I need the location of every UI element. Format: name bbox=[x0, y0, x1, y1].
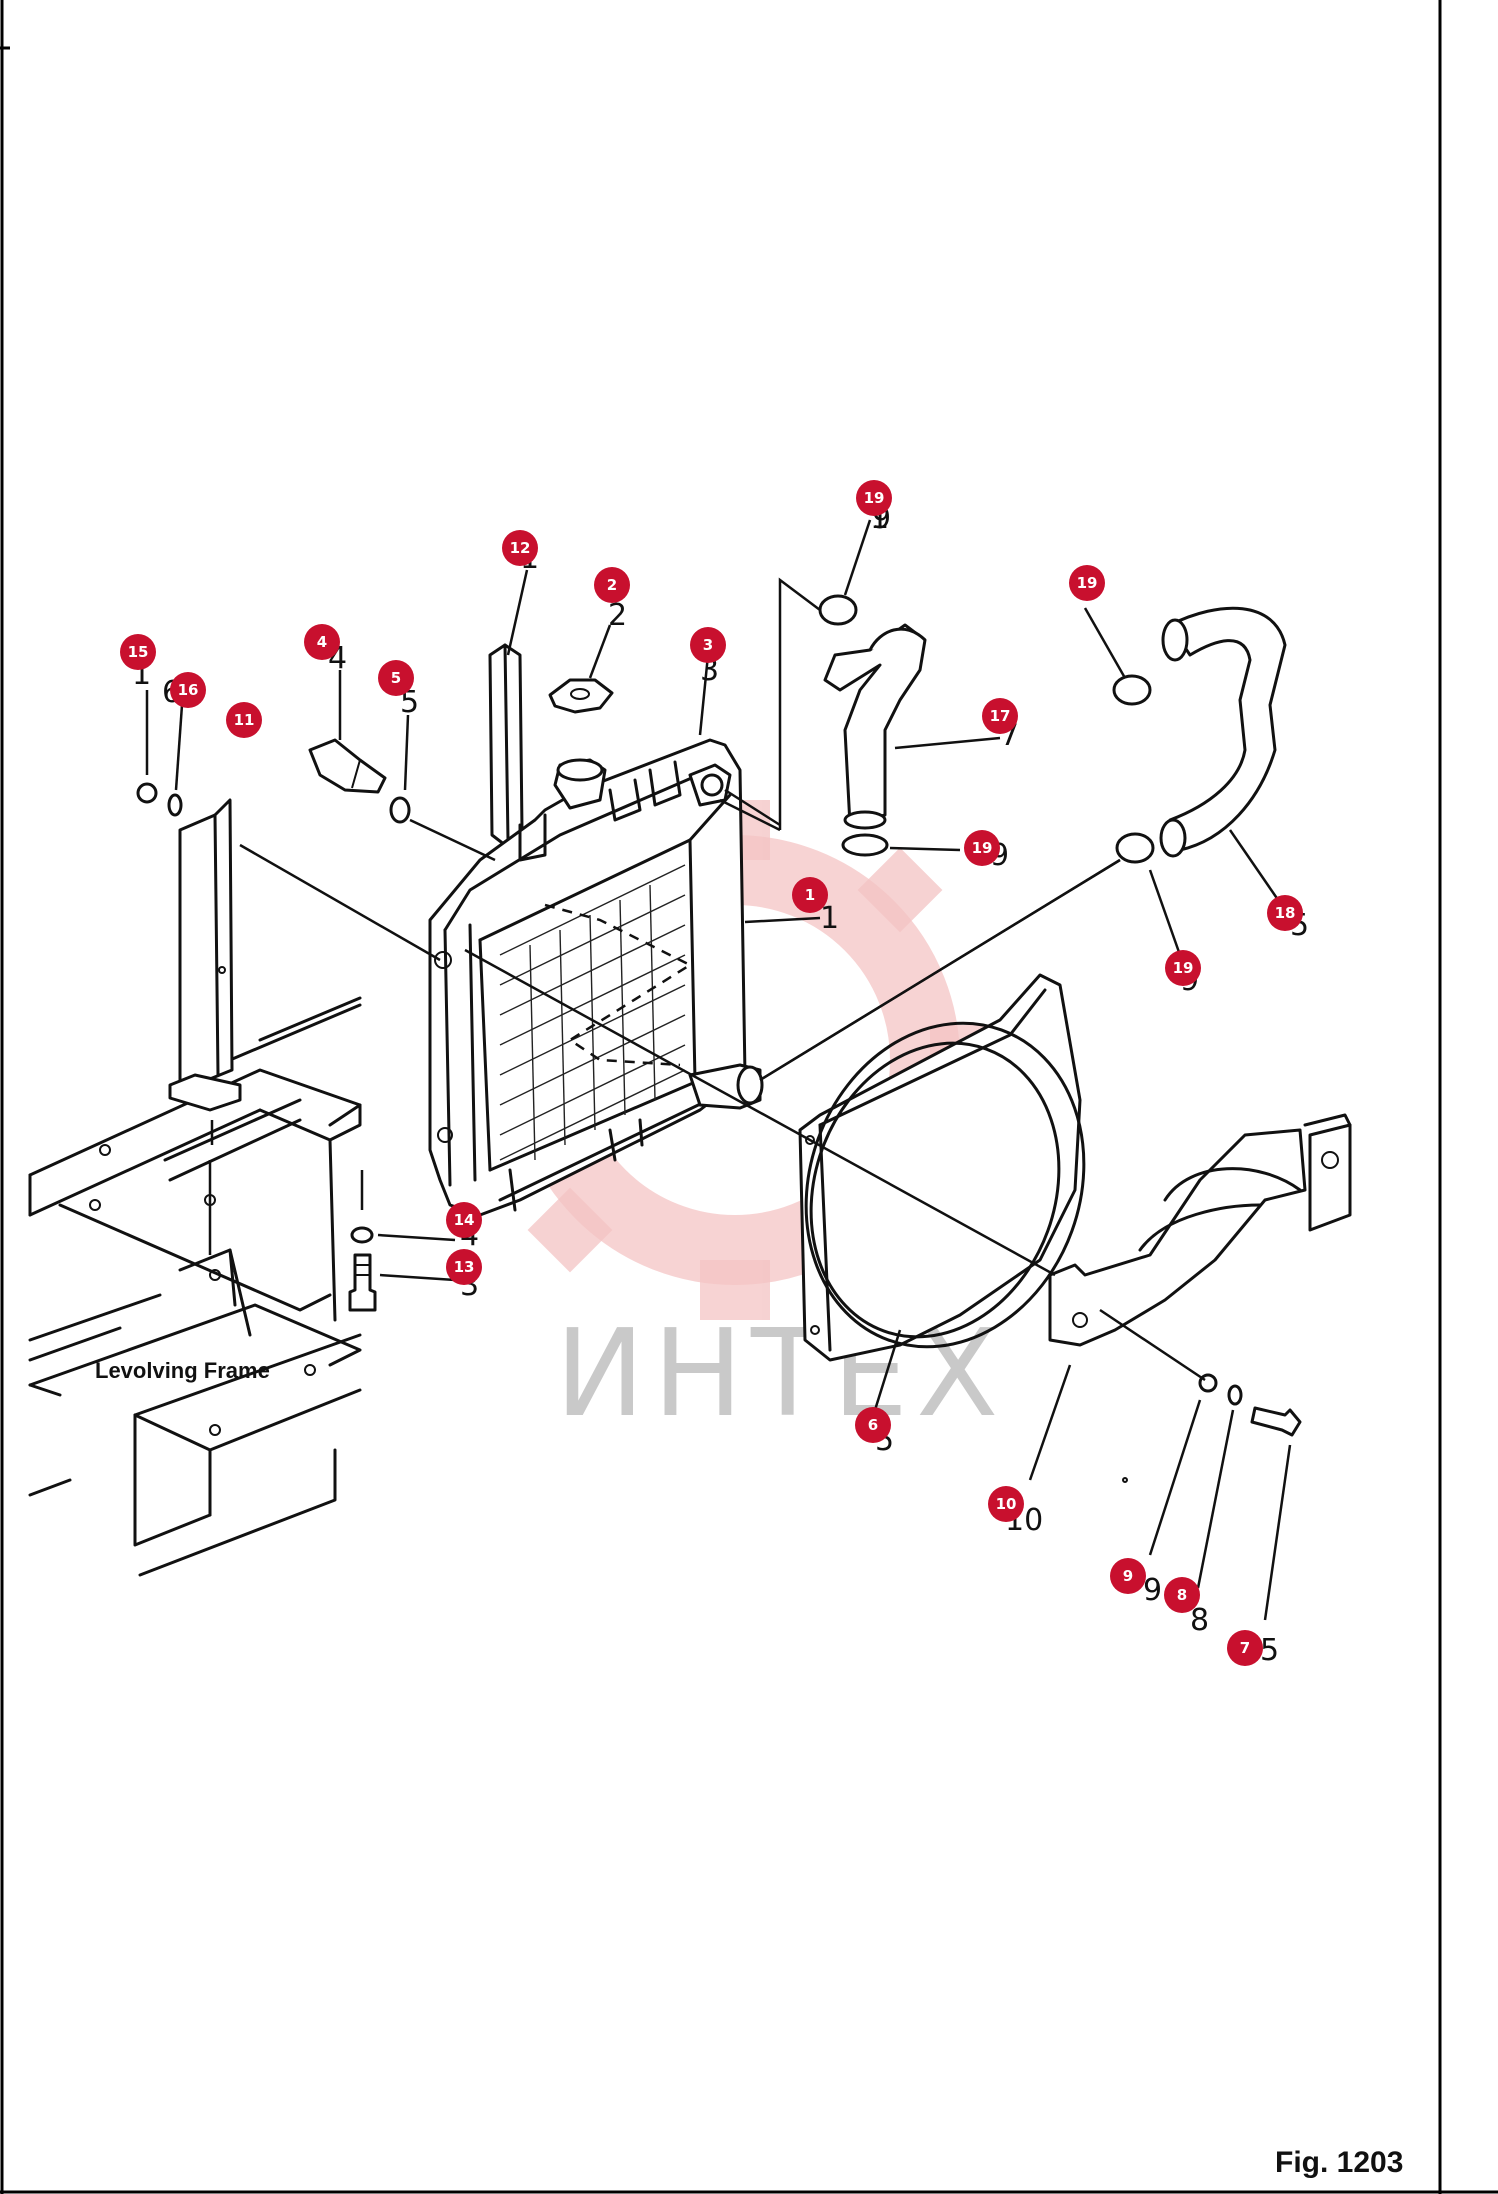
svg-text:5: 5 bbox=[400, 685, 419, 720]
svg-text:2: 2 bbox=[607, 576, 617, 594]
callout-14[interactable]: 14 bbox=[446, 1202, 482, 1238]
assembly-lines bbox=[239, 788, 1206, 1382]
fan-guard bbox=[1028, 1113, 1352, 1483]
washer-icon bbox=[1227, 1384, 1243, 1406]
svg-text:7: 7 bbox=[1240, 1639, 1250, 1657]
svg-text:19: 19 bbox=[1077, 574, 1098, 592]
drain-cock bbox=[308, 670, 411, 824]
svg-text:16: 16 bbox=[178, 681, 199, 699]
washer-icon bbox=[167, 793, 183, 817]
bolt-icon bbox=[348, 1253, 377, 1312]
svg-text:6: 6 bbox=[868, 1416, 878, 1434]
callout-17[interactable]: 17 bbox=[982, 698, 1018, 734]
callout-1[interactable]: 1 bbox=[792, 877, 828, 913]
callout-4[interactable]: 4 bbox=[304, 624, 340, 660]
callout-10[interactable]: 10 bbox=[988, 1486, 1024, 1522]
frame-label: Levolving Frame bbox=[95, 1358, 270, 1383]
callout-15[interactable]: 15 bbox=[120, 634, 156, 670]
fan-shroud bbox=[798, 973, 1086, 1411]
svg-text:18: 18 bbox=[1275, 904, 1296, 922]
callout-7[interactable]: 7 bbox=[1227, 1630, 1263, 1666]
svg-text:13: 13 bbox=[454, 1258, 475, 1276]
drain-cock-icon bbox=[308, 738, 387, 794]
callout-9[interactable]: 9 bbox=[1110, 1558, 1146, 1594]
upper-hose bbox=[719, 519, 1001, 857]
callout-19-hose-bottom[interactable]: 19 bbox=[964, 830, 1000, 866]
revolving-frame: Levolving Frame bbox=[28, 996, 362, 1577]
callout-12[interactable]: 12 bbox=[502, 530, 538, 566]
svg-text:14: 14 bbox=[454, 1211, 475, 1229]
callout-3[interactable]: 3 bbox=[690, 627, 726, 663]
radiator-core-grid bbox=[499, 864, 686, 1161]
svg-text:1: 1 bbox=[805, 886, 815, 904]
hose-clamp-icon bbox=[818, 594, 858, 626]
svg-text:19: 19 bbox=[864, 489, 885, 507]
support-stay bbox=[168, 798, 242, 1255]
figure-label: Fig. 1203 bbox=[1275, 2146, 1403, 2179]
bolt-icon bbox=[1250, 1406, 1302, 1437]
hose-clamp-icon bbox=[1112, 674, 1152, 706]
callout-11[interactable]: 11 bbox=[226, 702, 262, 738]
callouts: 1 2 3 4 5 6 7 8 9 10 11 12 13 14 15 16 1… bbox=[120, 480, 1303, 1666]
svg-text:3: 3 bbox=[703, 636, 713, 654]
callout-19-right-top[interactable]: 19 bbox=[1069, 565, 1105, 601]
guard-fasteners bbox=[1148, 1373, 1302, 1621]
callout-5[interactable]: 5 bbox=[378, 660, 414, 696]
nut-and-washer bbox=[136, 690, 184, 817]
svg-text:19: 19 bbox=[1173, 959, 1194, 977]
svg-text:9: 9 bbox=[1123, 1567, 1133, 1585]
callout-19-top[interactable]: 19 bbox=[856, 480, 892, 516]
svg-text:12: 12 bbox=[510, 539, 531, 557]
mount-bolts bbox=[348, 1170, 456, 1312]
svg-text:1: 1 bbox=[820, 901, 839, 936]
svg-text:2: 2 bbox=[608, 598, 627, 633]
svg-text:8: 8 bbox=[1177, 1586, 1187, 1604]
callout-2[interactable]: 2 bbox=[594, 567, 630, 603]
hose-clamp-icon bbox=[841, 833, 889, 857]
o-ring-icon bbox=[389, 796, 411, 824]
radiator-cap bbox=[548, 624, 614, 714]
svg-text:10: 10 bbox=[996, 1495, 1017, 1513]
svg-text:5: 5 bbox=[1260, 1633, 1279, 1668]
svg-text:9: 9 bbox=[1143, 1573, 1162, 1608]
svg-text:17: 17 bbox=[990, 707, 1011, 725]
svg-text:8: 8 bbox=[1190, 1603, 1209, 1638]
nut-icon bbox=[136, 782, 158, 804]
callout-16[interactable]: 16 bbox=[170, 672, 206, 708]
callout-8[interactable]: 8 bbox=[1164, 1577, 1200, 1613]
svg-text:19: 19 bbox=[972, 839, 993, 857]
hose-clamp-icon bbox=[1115, 832, 1155, 864]
svg-text:15: 15 bbox=[128, 643, 149, 661]
callout-19-right-bottom[interactable]: 19 bbox=[1165, 950, 1201, 986]
svg-text:5: 5 bbox=[391, 669, 401, 687]
callout-13[interactable]: 13 bbox=[446, 1249, 482, 1285]
radiator-cap-icon bbox=[548, 678, 614, 714]
callout-18[interactable]: 18 bbox=[1267, 895, 1303, 931]
washer-icon bbox=[350, 1226, 374, 1244]
svg-text:11: 11 bbox=[234, 711, 255, 729]
radiator bbox=[428, 654, 821, 1217]
svg-text:4: 4 bbox=[317, 633, 327, 651]
callout-6[interactable]: 6 bbox=[855, 1407, 891, 1443]
upper-stay bbox=[488, 569, 529, 847]
